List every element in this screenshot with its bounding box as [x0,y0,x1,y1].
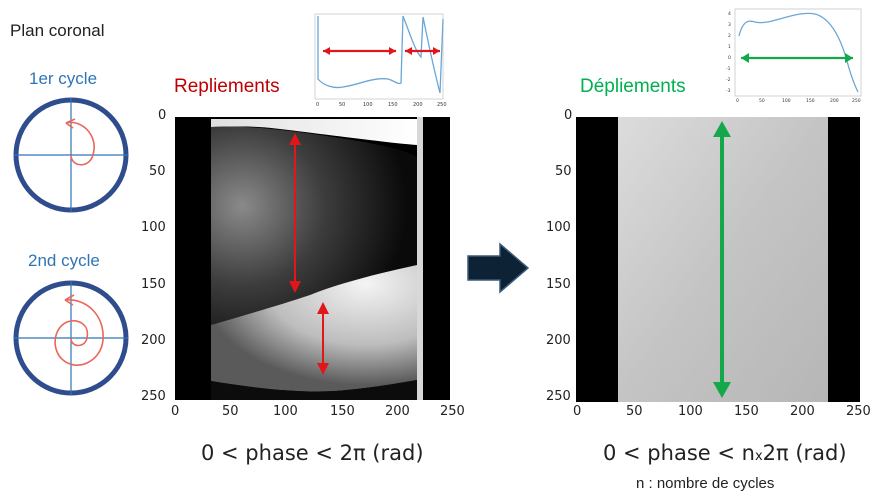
mini-left-xtick-3: 150 [388,102,398,108]
mini-right-ytick-4: 0 [728,55,731,61]
left-ytick-5: 250 [141,389,166,404]
mini-plot-left: 0 50 100 150 200 250 [314,13,447,108]
right-ytick-2: 100 [546,220,571,235]
diagram-title: Plan coronal [10,21,105,40]
right-xtick-1: 50 [626,404,643,419]
left-xtick-5: 250 [440,404,465,419]
right-ytick-3: 150 [546,277,571,292]
mini-right-xtick-3: 150 [806,98,815,104]
right-ytick-5: 250 [546,389,571,404]
left-ytick-1: 50 [149,164,166,179]
right-ytick-4: 200 [546,333,571,348]
right-xtick-0: 0 [573,404,582,419]
cycle-2-spiral-icon [13,280,129,396]
right-xtick-4: 200 [790,404,815,419]
left-xtick-3: 150 [330,404,355,419]
mini-left-xtick-4: 200 [413,102,423,108]
right-xtick-3: 150 [734,404,759,419]
left-ytick-2: 100 [141,220,166,235]
right-ytick-1: 50 [555,164,572,179]
left-xtick-2: 100 [273,404,298,419]
mini-left-xtick-0: 0 [316,102,319,108]
cycle-label-1: 1er cycle [29,69,98,88]
wrapped-phase-image [175,117,450,400]
mini-right-ytick-0: 4 [728,11,731,17]
right-caption-sub: x [754,449,763,464]
left-ytick-0: 0 [158,108,167,123]
mini-right-ytick-2: 2 [728,33,731,39]
right-xtick-2: 100 [678,404,703,419]
mini-left-xtick-2: 100 [363,102,373,108]
unwrapped-phase-image [576,117,860,402]
mini-right-xtick-0: 0 [736,98,739,104]
right-panel-caption: 0 < phase < nx2π (rad) [603,441,847,465]
mini-plot-right: 4 3 2 1 0 -1 -2 -3 0 50 100 150 200 250 [726,8,862,104]
mini-right-xtick-4: 200 [830,98,839,104]
left-xtick-4: 200 [385,404,410,419]
cycle-label-2: 2nd cycle [28,251,100,270]
left-xtick-0: 0 [171,404,180,419]
mini-right-xtick-1: 50 [759,98,765,104]
left-panel-heading: Repliements [174,76,280,97]
mini-right-ytick-7: -3 [726,88,731,94]
left-ytick-3: 150 [141,277,166,292]
mini-right-ytick-1: 3 [728,22,731,28]
mini-right-ytick-5: -1 [726,66,731,72]
left-panel-caption: 0 < phase < 2π (rad) [201,441,424,465]
right-panel-heading: Dépliements [580,76,686,97]
right-caption-start: 0 < phase < n [603,441,755,465]
right-xtick-5: 250 [846,404,870,419]
cycles-note: n : nombre de cycles [636,475,775,492]
mini-left-xtick-5: 250 [437,102,447,108]
cycle-1-spiral-icon [13,97,129,213]
mini-right-xtick-2: 100 [782,98,791,104]
right-ytick-0: 0 [564,108,573,123]
mini-right-ytick-3: 1 [728,44,731,50]
mini-right-xtick-5: 250 [852,98,861,104]
transform-arrow-icon [467,242,530,294]
right-caption-end: 2π (rad) [762,441,847,465]
left-ytick-4: 200 [141,333,166,348]
mini-right-ytick-6: -2 [726,77,731,83]
mini-left-xtick-1: 50 [339,102,345,108]
left-xtick-1: 50 [222,404,239,419]
